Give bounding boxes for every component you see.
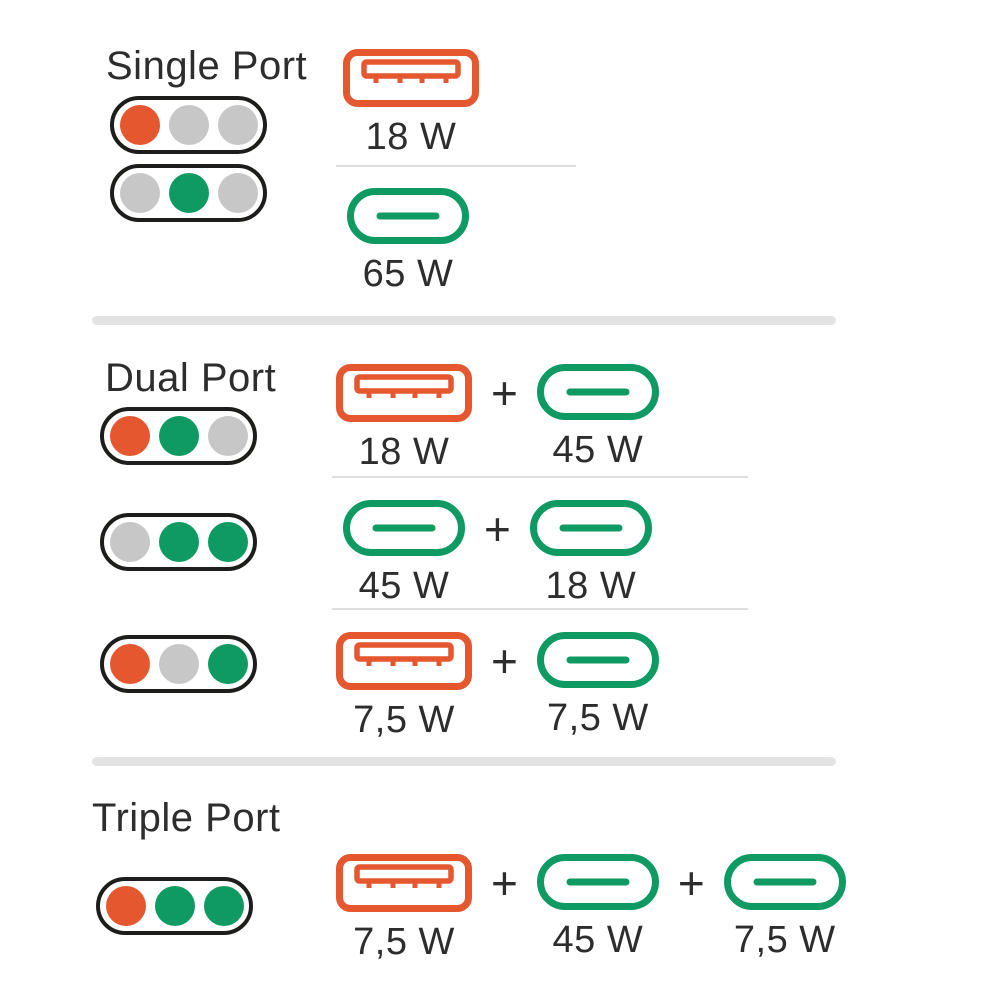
watt-label: 65 W [362,253,454,295]
indicator-dot [217,173,258,213]
plus-separator: + [677,857,705,909]
port-usb-a: 18 W [342,48,480,156]
indicator-dot [109,416,150,456]
port-usb-a: 18 W [335,363,473,471]
port-row: 45 W + 18 W [342,499,653,605]
indicator-dot [207,644,248,684]
watt-label: 45 W [552,429,644,471]
usb-c-icon [536,632,659,688]
indicator-dot [119,105,160,145]
port-usb-c: 45 W [342,499,466,605]
indicator-dot [158,522,199,562]
port-usb-c: 45 W [536,853,660,959]
indicator-dot [109,522,150,562]
port-row: 7,5 W + 7,5 W [335,631,660,739]
usb-c-icon [529,500,652,556]
section-title: Single Port [106,44,308,88]
watt-label: 18 W [358,431,450,473]
port-indicator [96,877,253,935]
indicator-dot [168,105,209,145]
watt-label: 7,5 W [733,919,836,961]
usb-c-icon [536,854,659,910]
indicator-dot [207,522,248,562]
port-usb-c: 18 W [529,499,653,605]
port-indicator [100,407,257,465]
section-title: Dual Port [105,356,277,400]
port-usb-a: 7,5 W [335,853,473,961]
port-indicator [110,96,267,154]
usb-a-icon [336,854,472,912]
row-divider [332,476,748,478]
row-divider [336,165,576,167]
port-usb-c: 7,5 W [536,631,660,737]
indicator-dot [109,644,150,684]
indicator-dot [158,416,199,456]
port-row: 65 W [346,187,470,293]
port-indicator [110,164,267,222]
watt-label: 7,5 W [353,699,455,741]
section-divider [92,757,836,766]
indicator-dot [154,886,195,926]
watt-label: 45 W [552,919,644,961]
watt-label: 7,5 W [353,921,455,963]
plus-separator: + [491,635,518,687]
plus-separator: + [491,367,518,419]
port-row: 7,5 W + 45 W + 7,5 W [335,853,847,961]
usb-a-icon [336,632,472,690]
usb-c-icon [343,500,465,556]
port-usb-a: 7,5 W [335,631,473,739]
watt-label: 18 W [365,116,457,158]
plus-separator: + [484,503,511,555]
watt-label: 18 W [545,565,637,607]
indicator-dot [207,416,248,456]
indicator-dot [158,644,199,684]
section-title: Triple Port [92,796,281,840]
indicator-dot [217,105,258,145]
indicator-dot [203,886,244,926]
port-usb-c: 65 W [346,187,470,293]
watt-label: 45 W [358,565,450,607]
usb-c-icon [723,854,846,910]
port-row: 18 W [342,48,480,156]
usb-a-icon [336,364,472,422]
usb-c-icon [536,364,659,420]
watt-label: 7,5 W [547,697,649,739]
indicator-dot [119,173,160,213]
indicator-dot [168,173,209,213]
port-indicator [100,635,257,693]
row-divider [332,608,748,610]
usb-a-icon [343,49,479,107]
section-divider [92,316,836,325]
port-usb-c: 7,5 W [723,853,847,959]
port-usb-c: 45 W [536,363,660,469]
port-row: 18 W + 45 W [335,363,660,471]
usb-c-icon [347,188,469,244]
plus-separator: + [491,857,518,909]
indicator-dot [105,886,146,926]
port-indicator [100,513,257,571]
